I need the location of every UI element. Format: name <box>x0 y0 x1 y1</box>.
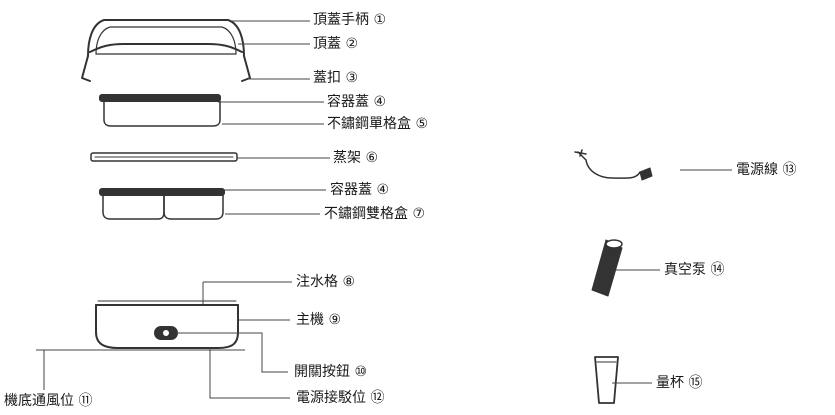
label-water-slot: 注水格 ⑧ <box>296 274 356 290</box>
label-measuring-cup: 量杯 ⑮ <box>656 375 703 391</box>
label-lid-clip: 蓋扣 ③ <box>313 70 359 86</box>
label-container-lid-bottom: 容器蓋 ④ <box>330 182 390 198</box>
leader-lines <box>36 20 732 399</box>
label-vacuum-pump: 真空泵 ⑭ <box>664 262 725 278</box>
power-switch <box>154 326 178 340</box>
label-power-cord: 電源線 ⑬ <box>736 162 797 178</box>
power-cord <box>574 149 653 181</box>
single-compartment-box <box>103 100 221 127</box>
label-single-box: 不鏽鋼單格盒 ⑤ <box>327 116 429 132</box>
label-power-port: 電源接駁位 ⑫ <box>296 390 385 406</box>
label-container-lid-top: 容器蓋 ④ <box>327 94 387 110</box>
label-top-lid-handle: 頂蓋手柄 ① <box>313 12 387 28</box>
container-lid-bottom <box>99 188 225 196</box>
label-double-box: 不鏽鋼雙格盒 ⑦ <box>324 206 426 222</box>
top-lid <box>89 43 243 55</box>
top-lid-handle <box>87 19 245 57</box>
double-compartment-box <box>102 194 224 220</box>
label-power-switch: 開關按鈕 ⑩ <box>294 364 368 380</box>
label-steam-rack: 蒸架 ⑥ <box>333 150 379 166</box>
main-unit <box>95 300 239 349</box>
vacuum-pump <box>591 239 623 297</box>
lid-clip <box>81 55 251 82</box>
label-main-unit: 主機 ⑨ <box>296 312 342 328</box>
container-lid-top <box>99 94 221 102</box>
measuring-cup <box>594 356 619 404</box>
label-top-lid: 頂蓋 ② <box>313 36 359 52</box>
label-bottom-vent: 機底通風位 ⑪ <box>4 393 93 409</box>
steam-rack <box>90 152 238 162</box>
